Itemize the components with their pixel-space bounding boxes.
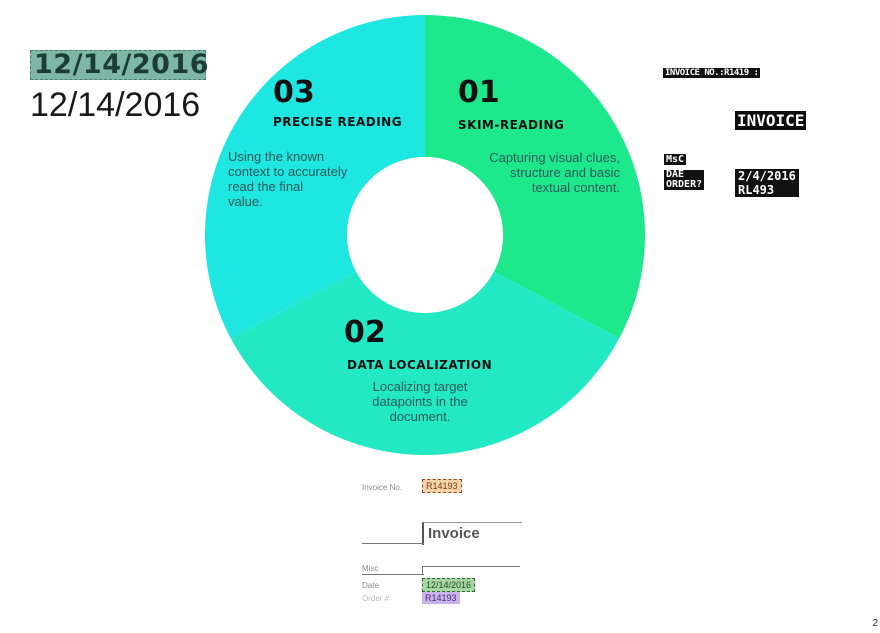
doc-rule-3 bbox=[422, 566, 423, 575]
step-number-03: 03 bbox=[273, 75, 315, 110]
segment-data-localization bbox=[230, 271, 620, 455]
step-body-01-line1: Capturing visual clues, bbox=[489, 150, 620, 165]
snippet-order-value: RL493 bbox=[738, 183, 775, 197]
doc-date-value: 12/14/2016 bbox=[422, 578, 476, 592]
doc-invoice-title-box: Invoice bbox=[422, 522, 522, 545]
corner-mark: 2 bbox=[872, 618, 878, 629]
step-body-02-line2: datapoints in the bbox=[372, 394, 467, 409]
step-body-03-line1: Using the known bbox=[228, 149, 324, 164]
step-body-01-line3: textual content. bbox=[532, 180, 620, 195]
doc-order-label: Order # bbox=[362, 594, 390, 603]
step-body-02-line1: Localizing target bbox=[373, 379, 468, 394]
snippet-invoice-no: INVOICE NO.:R1419 : bbox=[663, 68, 761, 78]
snippet-invoice-title: INVOICE bbox=[735, 111, 807, 130]
raw-date-text: 12/14/2016 bbox=[34, 49, 210, 80]
process-donut: 01 SKIM-READING Capturing visual clues, … bbox=[205, 15, 645, 455]
step-title-02: DATA LOCALIZATION bbox=[347, 358, 492, 372]
step-body-03-line2: context to accurately bbox=[228, 164, 348, 179]
doc-invoice-no-label: Invoice No. bbox=[362, 483, 403, 492]
doc-misc-label: Misc bbox=[362, 564, 379, 573]
donut-hole bbox=[347, 157, 503, 313]
step-body-03-line4: value. bbox=[228, 194, 263, 209]
step-title-01: SKIM-READING bbox=[458, 118, 564, 132]
date-crop-raw: 12/14/2016 bbox=[30, 49, 210, 80]
doc-rule-1 bbox=[362, 543, 424, 544]
doc-rule-2 bbox=[362, 574, 424, 575]
snippet-order-label: ORDER? bbox=[666, 179, 703, 190]
snippet-values: 2/4/2016 RL493 bbox=[735, 169, 799, 197]
snippet-date-value: 2/4/2016 bbox=[738, 169, 796, 183]
snippet-misc: MsC bbox=[664, 154, 687, 165]
doc-order-value: R14193 bbox=[422, 592, 460, 604]
segment-skim-reading bbox=[425, 15, 645, 339]
doc-invoice-title: Invoice bbox=[428, 525, 480, 542]
step-title-03: PRECISE READING bbox=[273, 115, 402, 129]
step-number-01: 01 bbox=[458, 75, 500, 110]
snippet-date-label: DAE bbox=[666, 169, 685, 180]
step-number-02: 02 bbox=[344, 315, 386, 350]
document-crop: Invoice No. R14193 Invoice Misc Date 12/… bbox=[360, 470, 522, 620]
step-body-01-line2: structure and basic bbox=[510, 165, 620, 180]
doc-invoice-no-value: R14193 bbox=[422, 479, 462, 493]
step-body-03-line3: read the final bbox=[228, 179, 303, 194]
date-clean-text: 12/14/2016 bbox=[30, 86, 201, 124]
step-body-02-line3: document. bbox=[390, 409, 451, 424]
doc-date-label: Date bbox=[362, 581, 379, 590]
snippet-date-order: DAE ORDER? bbox=[664, 169, 705, 190]
doc-rule-4 bbox=[422, 566, 520, 567]
segment-precise-reading bbox=[205, 15, 425, 339]
